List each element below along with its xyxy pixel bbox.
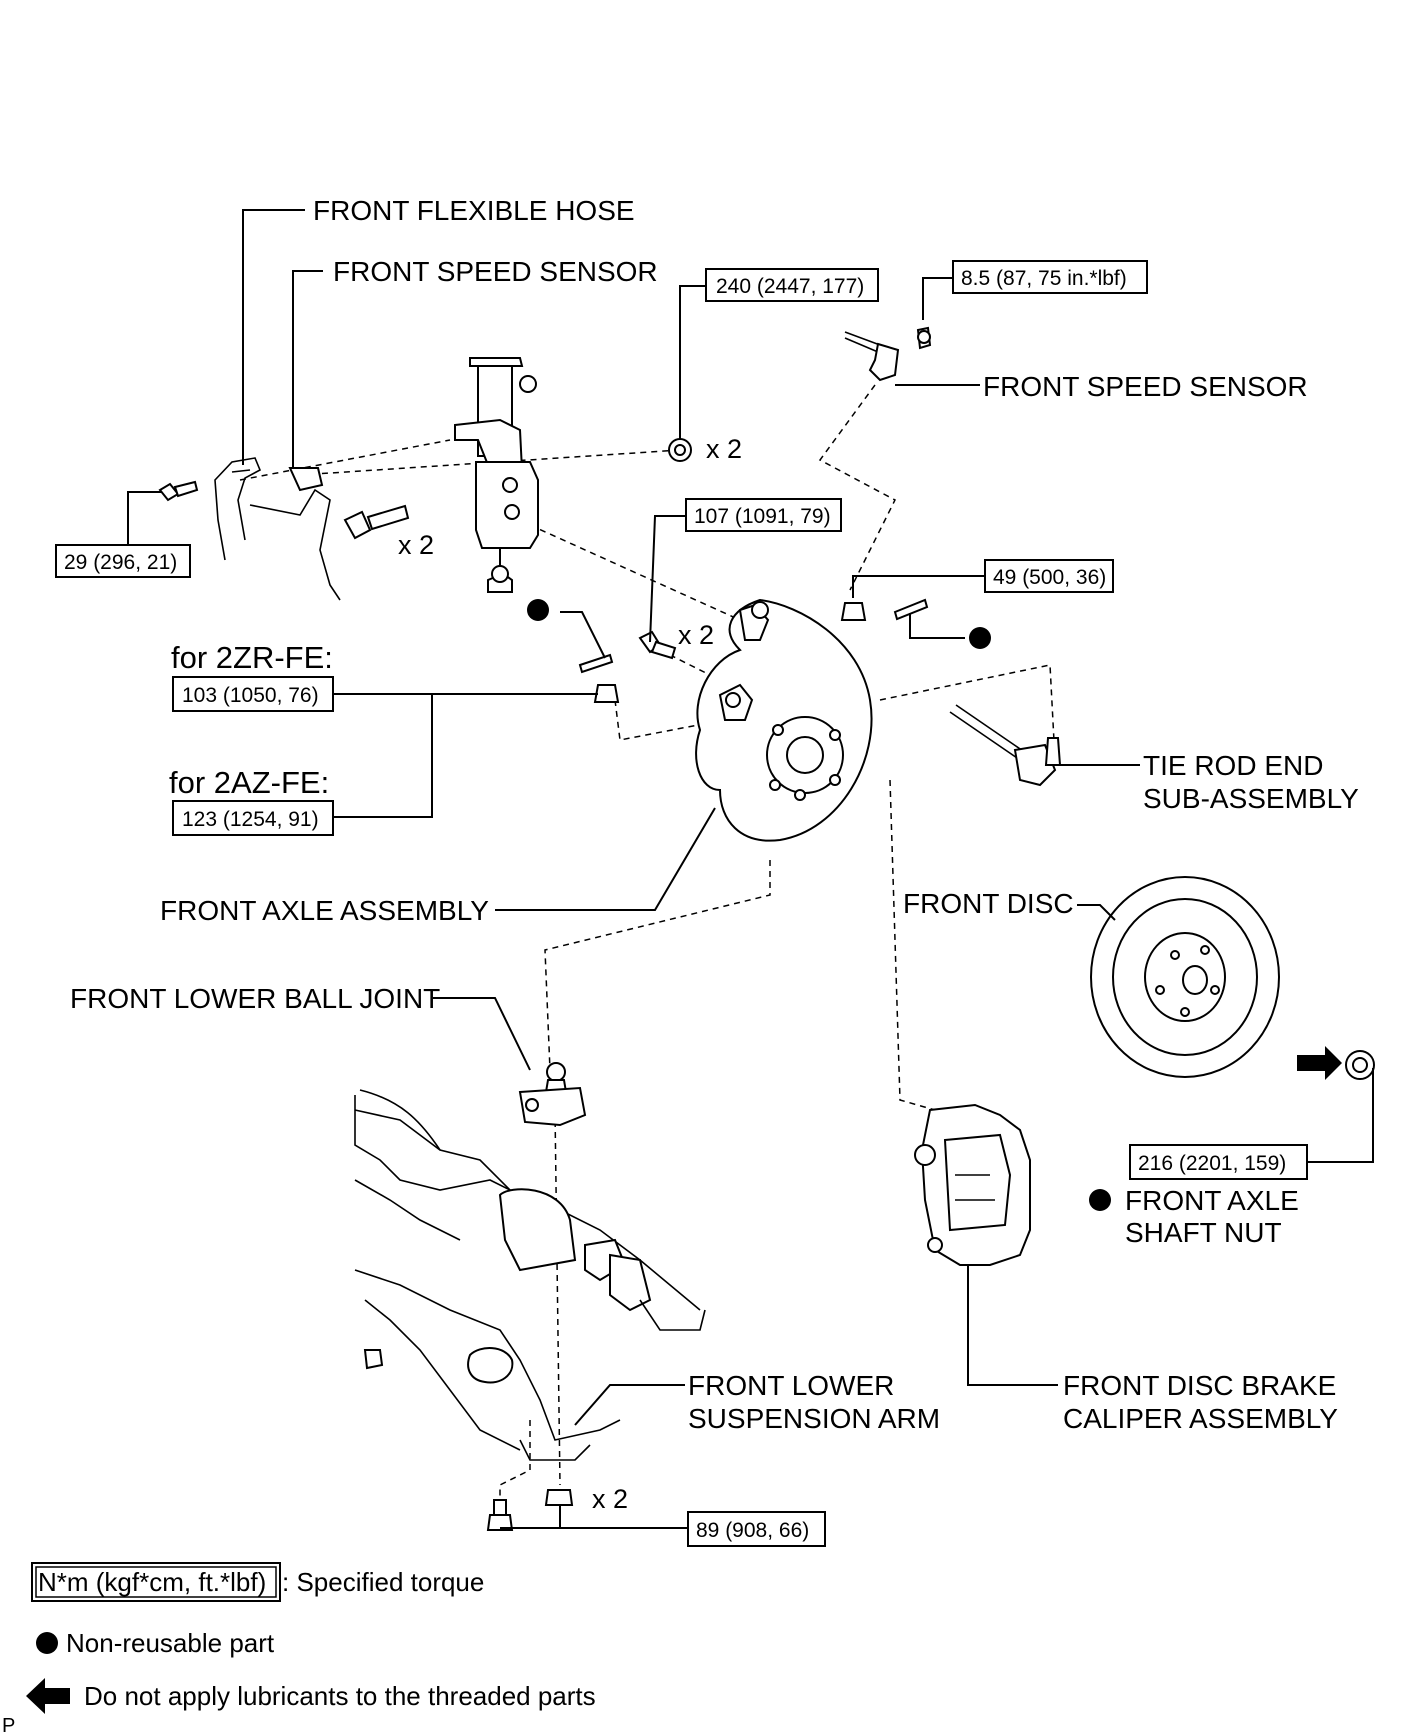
front-speed-sensor-wire xyxy=(249,467,341,601)
strut-nut xyxy=(668,438,692,462)
torque-107: 107 (1091, 79) xyxy=(694,505,831,528)
torque-240: 240 (2447, 177) xyxy=(716,275,864,298)
label-for-2az-fe: for 2AZ-FE: xyxy=(169,765,329,800)
label-tie-rod-end-line1: TIE ROD END xyxy=(1143,750,1323,781)
label-caliper-line2: CALIPER ASSEMBLY xyxy=(1063,1403,1338,1434)
non-reusable-dot-cotter-right xyxy=(969,627,991,649)
non-reusable-dot-axle-nut xyxy=(1089,1189,1111,1211)
front-lower-suspension-arm xyxy=(354,1089,706,1461)
legend: N*m (kgf*cm, ft.*lbf) : Specified torque… xyxy=(26,1562,596,1714)
label-front-speed-sensor-left: FRONT SPEED SENSOR xyxy=(333,256,658,287)
cotter-pin-left xyxy=(578,653,614,674)
legend-arrow-icon xyxy=(26,1678,70,1714)
torque-8-5: 8.5 (87, 75 in.*lbf) xyxy=(961,267,1127,290)
legend-torque-desc: : Specified torque xyxy=(282,1567,484,1597)
label-front-disc: FRONT DISC xyxy=(903,888,1074,919)
multiplier-axle-bolt: x 2 xyxy=(678,620,714,650)
cotter-pin-right xyxy=(893,598,929,621)
tie-rod-end xyxy=(949,704,1062,787)
label-front-lower-ball-joint: FRONT LOWER BALL JOINT xyxy=(70,983,440,1014)
label-front-speed-sensor-right: FRONT SPEED SENSOR xyxy=(983,371,1308,402)
torque-89: 89 (908, 66) xyxy=(696,1519,809,1542)
legend-no-lubricant: Do not apply lubricants to the threaded … xyxy=(84,1681,596,1711)
multiplier-arm-nut: x 2 xyxy=(592,1484,628,1514)
torque-123: 123 (1254, 91) xyxy=(182,808,319,831)
front-disc xyxy=(1090,876,1280,1078)
label-caliper-line1: FRONT DISC BRAKE xyxy=(1063,1370,1336,1401)
multiplier-strut-bolt: x 2 xyxy=(398,530,434,560)
torque-specs: 240 (2447, 177) 8.5 (87, 75 in.*lbf) 29 … xyxy=(55,260,1308,1547)
front-lower-ball-joint xyxy=(518,1062,587,1127)
non-reusable-dot-cotter-left xyxy=(527,599,549,621)
right-speed-sensor xyxy=(844,326,932,382)
castle-nut-49 xyxy=(840,602,867,621)
torque-103: 103 (1050, 76) xyxy=(182,684,319,707)
torque-29: 29 (296, 21) xyxy=(64,551,177,574)
front-disc-brake-caliper xyxy=(914,1103,1031,1266)
label-front-axle-assembly: FRONT AXLE ASSEMBLY xyxy=(160,895,489,926)
legend-non-reusable-dot-icon xyxy=(36,1632,58,1654)
label-front-axle-shaft-nut-line1: FRONT AXLE xyxy=(1125,1185,1299,1216)
legend-non-reusable: Non-reusable part xyxy=(66,1628,275,1658)
multiplier-strut-nut: x 2 xyxy=(706,434,742,464)
no-lubricant-arrow-icon xyxy=(1297,1046,1342,1080)
label-front-flexible-hose: FRONT FLEXIBLE HOSE xyxy=(313,195,635,226)
bolt-29 xyxy=(158,480,199,502)
knuckle-bolt xyxy=(638,630,677,660)
castle-nut-103 xyxy=(593,684,620,703)
arm-nut xyxy=(544,1489,574,1506)
front-flexible-hose xyxy=(214,457,262,561)
front-axle-shaft-nut xyxy=(1345,1050,1375,1080)
label-tie-rod-end-line2: SUB-ASSEMBLY xyxy=(1143,783,1359,814)
torque-216: 216 (2201, 159) xyxy=(1138,1152,1286,1175)
corner-mark: P xyxy=(2,1715,15,1734)
part-labels: FRONT FLEXIBLE HOSE FRONT SPEED SENSOR F… xyxy=(70,195,1359,1514)
arm-bolt xyxy=(486,1499,514,1531)
leader-lines xyxy=(127,209,1374,1529)
torque-49: 49 (500, 36) xyxy=(993,566,1106,589)
label-front-axle-shaft-nut-line2: SHAFT NUT xyxy=(1125,1217,1282,1248)
front-axle-assembly xyxy=(695,598,873,842)
label-front-lower-suspension-arm-line1: FRONT LOWER xyxy=(688,1370,894,1401)
legend-torque-box: N*m (kgf*cm, ft.*lbf) xyxy=(38,1567,266,1597)
assembly-dashed-lines xyxy=(239,384,1056,1505)
strut-bolt xyxy=(343,504,410,540)
label-front-lower-suspension-arm-line2: SUSPENSION ARM xyxy=(688,1403,940,1434)
front-strut-assembly xyxy=(454,357,539,593)
label-for-2zr-fe: for 2ZR-FE: xyxy=(171,640,333,675)
